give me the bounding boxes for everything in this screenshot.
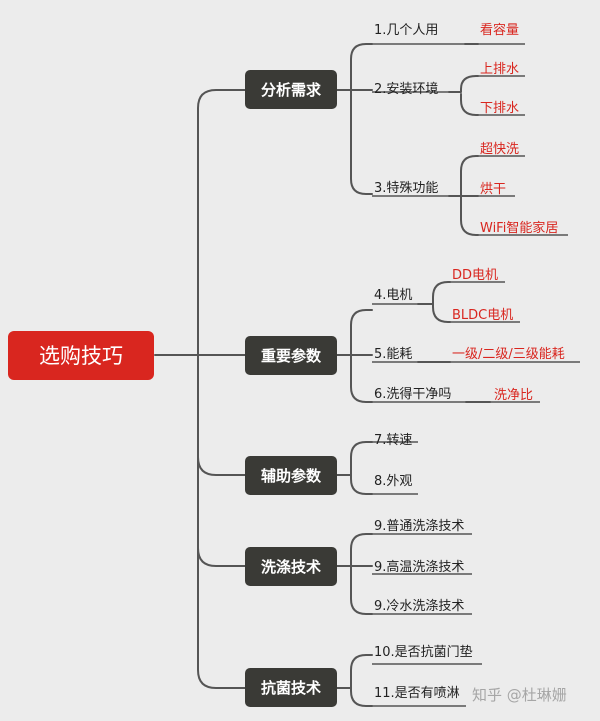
- branch-node-4: 洗涤技术: [245, 547, 337, 586]
- branch-1-connector: [336, 43, 373, 195]
- branch-node-5: 抗菌技术: [245, 668, 337, 707]
- branch-3-connector: [336, 441, 373, 495]
- branch-node-3: 辅助参数: [245, 456, 337, 495]
- leaf-label-9: 9.普通洗涤技术: [374, 519, 464, 534]
- leaf-label-8: 8.外观: [374, 474, 412, 489]
- leaf-label-3: 3.特殊功能: [374, 181, 438, 196]
- detail-label-3: 下排水: [480, 101, 519, 116]
- branch-4-connector: [336, 533, 373, 615]
- detail-label-5: 烘干: [480, 182, 506, 197]
- detail-label-9: 一级/二级/三级能耗: [452, 347, 565, 362]
- detail-label-10: 洗净比: [494, 388, 533, 403]
- item-3-connector: [448, 155, 479, 236]
- root-node: 选购技巧: [8, 331, 154, 380]
- leaf-label-1: 1.几个人用: [374, 23, 438, 38]
- branch-node-2: 重要参数: [245, 336, 337, 375]
- leaf-label-4: 4.电机: [374, 288, 412, 303]
- leaf-label-5: 5.能耗: [374, 347, 412, 362]
- leaf-label-7: 7.转速: [374, 433, 412, 448]
- branch-node-1: 分析需求: [245, 70, 337, 109]
- item-2-connector: [448, 75, 479, 116]
- root-label: 选购技巧: [39, 344, 123, 368]
- detail-label-4: 超快洗: [480, 142, 519, 157]
- branch-box-3: [245, 456, 337, 495]
- leaf-label-6: 6.洗得干净吗: [374, 386, 451, 402]
- leaf-labels: 1.几个人用 2.安装环境 3.特殊功能 4.电机 5.能耗 6.洗得干净吗 7…: [374, 23, 473, 701]
- leaf-label-10: 9.高温洗涤技术: [374, 559, 464, 575]
- root-box: [8, 331, 154, 380]
- branch-box-5: [245, 668, 337, 707]
- branch-label-1: 分析需求: [261, 81, 322, 99]
- branch-5-connector: [336, 654, 373, 707]
- detail-label-6: WiFi智能家居: [480, 220, 558, 236]
- branch-box-2: [245, 336, 337, 375]
- branch-box-4: [245, 547, 337, 586]
- connector-lines: [154, 43, 491, 707]
- leaf-label-2: 2.安装环境: [374, 82, 438, 97]
- item-4-connector: [417, 281, 451, 323]
- detail-label-8: BLDC电机: [452, 308, 513, 323]
- branch-label-3: 辅助参数: [261, 467, 322, 485]
- branch-label-2: 重要参数: [261, 347, 322, 365]
- branch-label-4: 洗涤技术: [261, 558, 321, 576]
- detail-label-7: DD电机: [452, 268, 498, 283]
- leaf-label-12: 10.是否抗菌门垫: [374, 644, 473, 660]
- detail-label-2: 上排水: [480, 62, 519, 77]
- trunk-connector: [154, 89, 246, 689]
- leaf-label-11: 9.冷水洗涤技术: [374, 599, 464, 614]
- branch-box-1: [245, 70, 337, 109]
- detail-labels: 看容量 上排水 下排水 超快洗 烘干 WiFi智能家居 DD电机 BLDC电机 …: [452, 22, 565, 403]
- watermark: 知乎 @杜琳姗: [472, 686, 567, 704]
- underlines: [372, 43, 580, 707]
- leaf-label-13: 11.是否有喷淋: [374, 686, 460, 701]
- branch-label-5: 抗菌技术: [261, 679, 321, 697]
- branch-2-connector: [336, 309, 373, 403]
- detail-label-1: 看容量: [480, 22, 519, 38]
